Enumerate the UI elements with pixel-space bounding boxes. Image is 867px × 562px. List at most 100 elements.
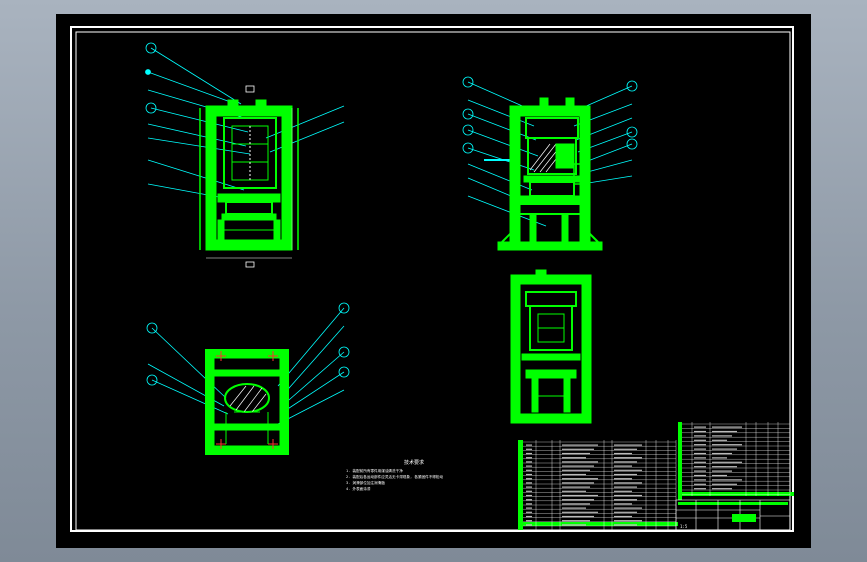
drawing-inner-frame [75,31,791,531]
table-fill [694,430,706,433]
table-fill [526,507,532,509]
table-fill [614,515,632,518]
table-fill [712,474,727,477]
table-fill [694,448,706,450]
table-fill [712,466,737,468]
table-fill [526,520,532,522]
table-fill [526,524,532,526]
table-fill [614,444,642,446]
table-fill [694,435,706,437]
table-fill [694,439,706,441]
table-fill [694,474,706,477]
table-fill [562,486,590,488]
table-fill [712,426,742,428]
table-fill [562,520,590,522]
table-fill [712,444,742,446]
table-fill [562,499,594,501]
top-view [146,302,350,455]
table-fill [614,511,637,513]
table-fill [614,482,642,484]
table-fill [712,448,737,450]
table-fill [712,439,727,441]
table-fill [562,444,598,446]
table-fill [614,507,642,509]
table-fill [712,479,742,481]
table-fill [526,457,532,459]
table-fill [562,494,598,497]
top-view-bolts [216,351,278,449]
table-fill [614,499,637,501]
table-fill [712,483,737,485]
table-fill [562,465,594,467]
table-fill [694,426,706,428]
front-view-leaders [145,42,345,203]
table-fill [526,469,532,471]
table-fill [562,469,590,471]
table-fill [562,457,586,459]
table-fill [712,452,732,455]
table-fill [562,452,590,455]
table-fill [712,435,732,437]
table-fill [614,524,637,526]
table-fill [694,479,706,481]
cad-drawing: 技术要求 1. 装配前所有零件用煤油清洗干净 2. 装配后各运动部件应灵活无卡滞… [70,26,794,532]
table-fill [694,466,706,468]
table-fill [614,490,632,492]
table-fill [518,440,523,530]
table-fill [526,461,532,463]
table-fill [614,494,642,497]
table-fill [526,499,532,501]
title-block: 1:5 [675,499,791,531]
side-view-leaders [462,76,638,227]
table-fill [614,486,637,488]
table-fill [712,457,727,459]
table-fill [562,461,598,463]
table-fill [526,511,532,513]
tech-req-line-1: 1. 装配前所有零件用煤油清洗干净 [346,468,403,473]
table-fill [694,452,706,455]
table-fill [694,470,706,472]
front-view [145,42,345,268]
table-fill [678,422,682,500]
table-fill [526,448,532,450]
tech-req-line-3: 3. 润滑部位加注润滑脂 [346,480,385,485]
table-fill [526,465,532,467]
table-fill [562,511,598,513]
table-fill [562,503,590,505]
table-fill [526,452,532,455]
table-fill [712,488,732,490]
table-fill [614,465,632,467]
table-fill [562,524,586,526]
table-fill [562,478,598,480]
table-fill [694,483,706,485]
table-fill [518,522,678,526]
table-fill [562,448,594,450]
table-fill [526,478,532,480]
top-view-leaders [146,302,350,425]
table-fill [526,490,532,492]
table-fill [614,461,637,463]
table-fill [614,448,637,450]
table-fill [526,486,532,488]
component-table [678,422,794,500]
drawing-outer-frame [70,26,794,532]
table-fill [678,492,794,496]
table-fill [694,444,706,446]
table-fill [614,469,642,471]
table-fill [526,515,532,518]
table-fill [712,470,732,472]
side-view [462,76,638,251]
table-fill [614,520,642,522]
table-fill [526,503,532,505]
table-fill [712,430,737,433]
technical-requirements: 技术要求 1. 装配前所有零件用煤油清洗干净 2. 装配后各运动部件应灵活无卡滞… [346,459,443,491]
cad-drawing-viewport[interactable]: 技术要求 1. 装配前所有零件用煤油清洗干净 2. 装配后各运动部件应灵活无卡滞… [56,14,811,548]
table-fill [562,482,594,484]
title-block-scale: 1:5 [680,524,688,529]
table-fill [614,452,632,455]
table-fill [526,473,532,476]
table-fill [694,457,706,459]
table-fill [614,503,632,505]
section-view [510,269,592,424]
table-fill [614,473,637,476]
